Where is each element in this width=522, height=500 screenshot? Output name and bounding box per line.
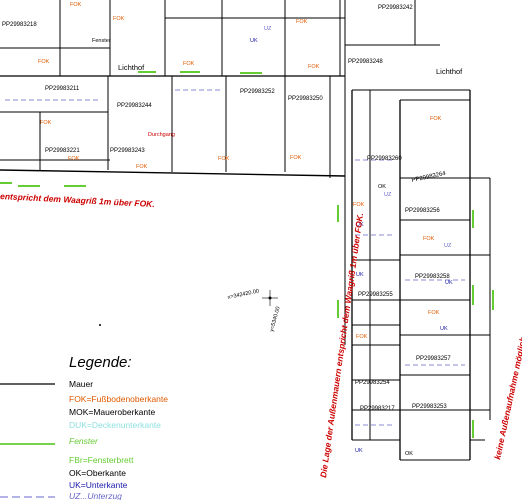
fok-label: FOK xyxy=(113,16,125,22)
room-id: PP29983255 xyxy=(358,292,393,298)
legend-item-uz: UZ...Unterzug xyxy=(69,491,122,500)
room-id: PP29983258 xyxy=(415,274,450,280)
fok-label: FOK xyxy=(136,164,148,170)
coordinate-marker: x=342420.00 y=5340.00 xyxy=(99,288,282,333)
windows xyxy=(0,71,494,438)
fok-label: FOK xyxy=(356,334,368,340)
room-id: PP29983248 xyxy=(348,59,383,65)
fok-label: FOK xyxy=(308,64,320,70)
ok-label: OK xyxy=(405,451,413,457)
courtyard-label-left: Lichthof xyxy=(118,63,145,72)
coordinate-y-label: y=5340.00 xyxy=(269,306,281,333)
window-label: Fenster xyxy=(92,38,111,44)
legend-item-fok: FOK=Fußbodenoberkante xyxy=(69,394,168,404)
room-id: PP29983260 xyxy=(367,156,402,162)
uz-label: UZ xyxy=(384,192,392,198)
legend-item-window: Fenster xyxy=(69,436,99,446)
room-id: PP29983252 xyxy=(240,89,275,95)
legend-item-ok: OK=Oberkante xyxy=(69,468,126,478)
room-id: PP29983242 xyxy=(378,5,413,11)
room-id: PP29983244 xyxy=(117,103,152,109)
fok-label: FOK xyxy=(290,155,302,161)
room-id: PP29983217 xyxy=(360,406,395,412)
room-id: PP29983243 xyxy=(110,148,145,154)
passage-label: Durchgang xyxy=(148,132,175,138)
room-id: PP29983254 xyxy=(355,380,390,386)
fok-label: FOK xyxy=(40,120,52,126)
fok-label: FOK xyxy=(296,19,308,25)
room-id: PP29983211 xyxy=(45,86,80,92)
uz-label: UZ xyxy=(444,243,452,249)
fok-label: FOK xyxy=(70,2,82,8)
fok-label: FOK xyxy=(68,156,80,162)
measurement-labels: FOK FOK FOK FOK FOK FOK FOK FOK FOK FOK … xyxy=(38,2,453,457)
uk-label: UK xyxy=(445,280,453,286)
uk-label: UK xyxy=(355,448,363,454)
room-id: PP29983218 xyxy=(2,22,37,28)
room-id: PP29983256 xyxy=(405,208,440,214)
note-horizontal: entspricht dem Waagriß 1m über FOK. xyxy=(0,191,155,209)
legend-item-mok: MOK=Maueroberkante xyxy=(69,407,155,417)
walls xyxy=(0,0,491,461)
legend-item-duk: DUK=Deckenunterkante xyxy=(69,420,161,430)
uk-label: UK xyxy=(440,326,448,332)
uk-label: UK xyxy=(356,222,364,228)
legend-item-wall: Mauer xyxy=(69,379,93,389)
fok-label: FOK xyxy=(428,310,440,316)
note-vertical-no-access: keine Außenaufnahme möglich, da kein Zug… xyxy=(492,267,522,460)
fok-label: FOK xyxy=(353,202,365,208)
legend-item-fbr: FBr=Fensterbrett xyxy=(69,455,134,465)
courtyard-label-right: Lichthof xyxy=(436,67,463,76)
fok-label: FOK xyxy=(423,236,435,242)
fok-label: FOK xyxy=(183,61,195,67)
uk-label: UK xyxy=(250,38,258,44)
fok-label: FOK xyxy=(38,59,50,65)
fok-label: FOK xyxy=(218,156,230,162)
room-ids: PP29983242 PP29983244 PP29983243 PP29983… xyxy=(2,5,451,412)
room-id: PP29983264 xyxy=(411,171,447,184)
room-id: PP29983253 xyxy=(412,404,447,410)
uk-label: UK xyxy=(356,272,364,278)
underbeam-lines xyxy=(5,89,465,426)
uz-label: UZ xyxy=(264,26,272,32)
room-id: PP29983221 xyxy=(45,148,80,154)
room-id: PP29983250 xyxy=(288,96,323,102)
coordinate-x-label: x=342420.00 xyxy=(227,288,260,301)
legend-item-uk: UK=Unterkante xyxy=(69,480,128,490)
fok-label: FOK xyxy=(430,116,442,122)
legend-title: Legende: xyxy=(69,354,132,371)
legend: Legende: Mauer FOK=Fußbodenoberkante MOK… xyxy=(0,354,168,500)
room-id: PP29983257 xyxy=(416,356,451,362)
ok-label: OK xyxy=(378,184,386,190)
